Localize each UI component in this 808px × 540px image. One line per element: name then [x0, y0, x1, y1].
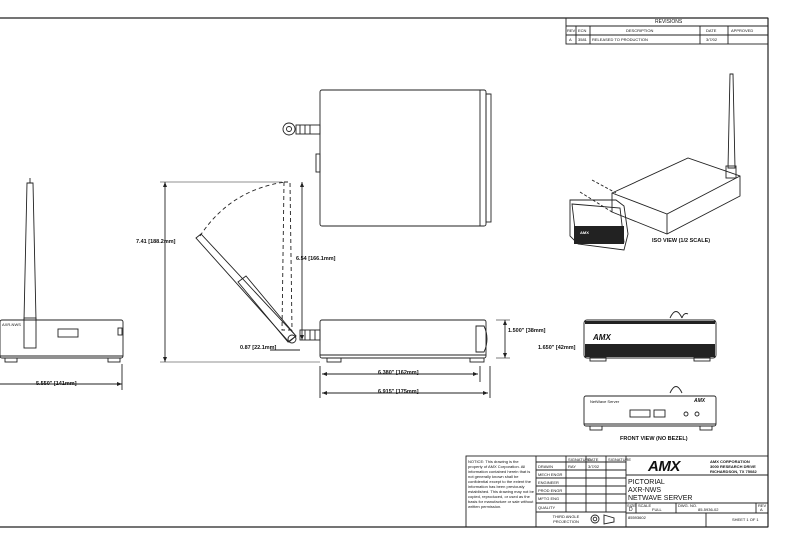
role-mftg-eng: MFTG ENG — [538, 496, 560, 501]
rev-value: A — [760, 507, 763, 512]
role-mech-engr: MECH ENGR — [538, 472, 563, 477]
title-line-3: NETWAVE SERVER — [628, 495, 693, 502]
scale-value: FULL — [652, 507, 662, 512]
role-prod-engr: PROD ENGR — [538, 488, 563, 493]
panel-logo: AMX — [694, 398, 706, 404]
rev-row-date: 3/7/02 — [706, 37, 718, 42]
panel-brand-label: NetWave Server — [590, 399, 620, 404]
sig-header-signature: SIGNATURE — [568, 457, 592, 462]
bezel-logo: AMX — [593, 333, 611, 342]
rev-header-date: DATE — [706, 28, 717, 33]
iso-view-label: ISO VIEW (1/2 SCALE) — [652, 238, 711, 244]
size-label: SIZE — [627, 503, 636, 508]
rev-row-rev: A — [569, 37, 572, 42]
iso-logo: AMX — [580, 230, 589, 235]
date-drawn: 3/7/02 — [588, 464, 600, 469]
rev-header-ecn: ECN — [578, 28, 587, 33]
dimension-width-front: 5.550" [141mm] — [36, 381, 77, 387]
front-view-no-bezel-label: FRONT VIEW (NO BEZEL) — [620, 436, 688, 442]
rev-label: REV — [758, 503, 767, 508]
cad-value: 85593602 — [628, 515, 646, 520]
company-line-1: AMX CORPORATION — [710, 459, 750, 464]
company-line-3: RICHARDSON, TX 75082 — [710, 469, 757, 474]
title-line-1: PICTORIAL — [628, 479, 665, 486]
role-engineer: ENGINEER — [538, 480, 559, 485]
rev-header-description: DESCRIPTION — [626, 28, 654, 33]
size-value: D — [629, 507, 633, 513]
dimension-depth-total: 6.915" [175mm] — [378, 389, 419, 395]
rev-header-approved: APPROVED — [731, 28, 754, 33]
dimension-antenna-offset: 0.87 [22.1mm] — [240, 345, 277, 351]
revisions-title: REVISIONS — [655, 19, 683, 25]
rev-row-description: RELEASED TO PRODUCTION — [592, 37, 648, 42]
dimension-depth-body: 6.380" [162mm] — [378, 370, 419, 376]
sheet-label: SHEET 1 OF 1 — [732, 517, 759, 522]
name-drawn: RAY — [568, 464, 576, 469]
title-line-2: AXR-NWS — [628, 487, 662, 494]
role-quality: QUALITY — [538, 505, 556, 510]
rev-header-rev: REV — [567, 28, 576, 33]
company-line-2: 3000 RESEARCH DRIVE — [710, 464, 756, 469]
front-brand-label: AXR-NWS — [2, 322, 21, 327]
sig-header-signature-2: SIGNATURE — [608, 457, 632, 462]
dimension-height-antenna: 7.41 [188.2mm] — [136, 239, 176, 245]
dimension-height-body: 1.500" [38mm] — [508, 328, 546, 334]
dimension-height-body-right: 1.650" [42mm] — [538, 345, 576, 351]
scale-label: SCALE — [638, 503, 652, 508]
notice-text: NOTICE: This drawing is the property of … — [468, 459, 534, 509]
rev-row-ecn: 3581 — [578, 37, 587, 42]
dwg-label: DWG. NO. — [678, 503, 698, 508]
dwg-value: 85-5936-02 — [698, 507, 719, 512]
sig-header-date: DATE — [588, 457, 599, 462]
role-drawn: DRAWN — [538, 464, 553, 469]
projection-label: THIRD ANGLE PROJECTION — [552, 514, 580, 524]
dimension-height-antenna-vertical: 6.54 [166.1mm] — [296, 256, 336, 262]
title-block-logo: AMX — [648, 458, 680, 475]
